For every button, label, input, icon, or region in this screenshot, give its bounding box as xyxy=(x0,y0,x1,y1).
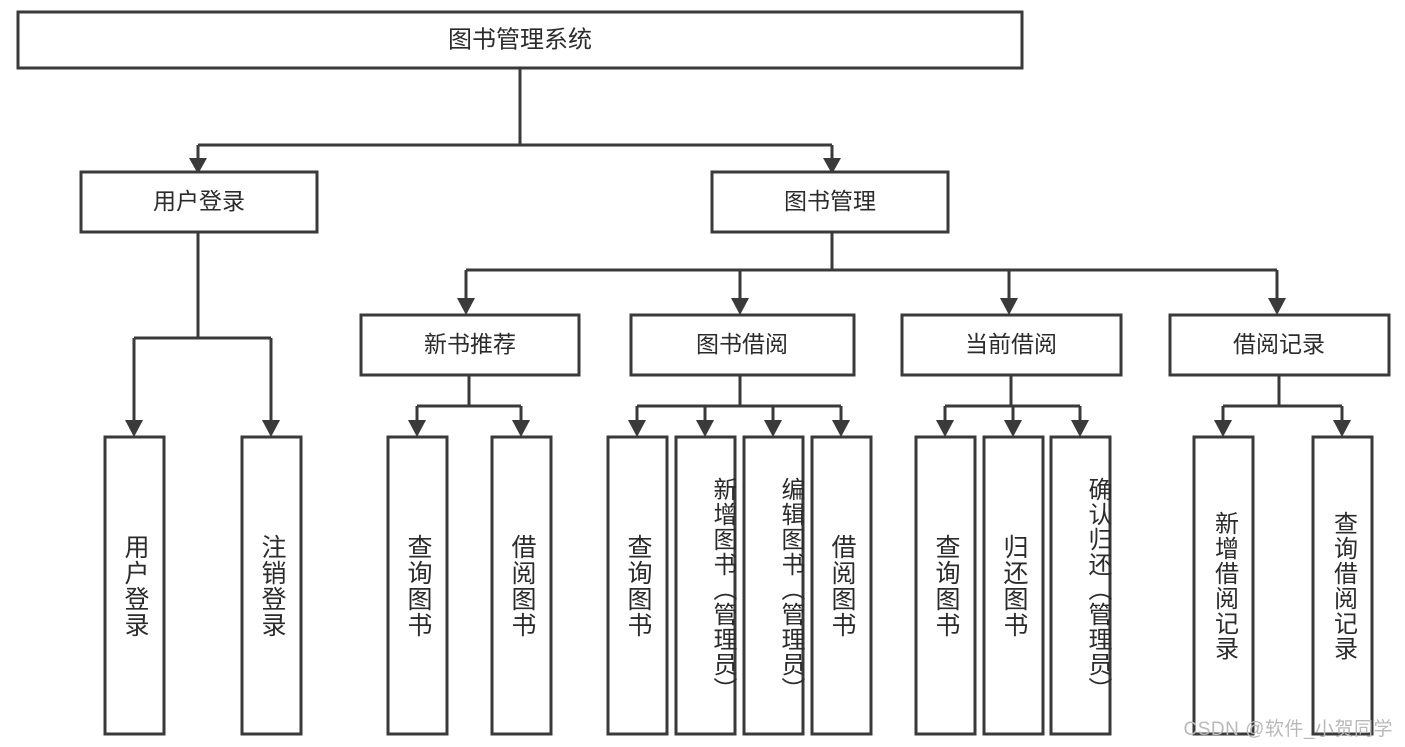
arrow-leaf-logout-login xyxy=(262,420,280,437)
node-book-management-box[interactable] xyxy=(710,170,950,234)
arrow-leaf-confirm-return xyxy=(1071,420,1089,437)
node-leaf-query-book-2-box[interactable] xyxy=(606,435,669,736)
arrow-leaf-add-book xyxy=(696,420,714,437)
arrow-leaf-query-book-3 xyxy=(936,420,954,437)
node-leaf-borrow-book-2-box[interactable] xyxy=(810,435,873,736)
arrow-borrow-record xyxy=(1268,298,1286,315)
arrow-leaf-query-book-2 xyxy=(628,420,646,437)
nodes-root: 图书管理系统 用户登录 图书管理 新书推荐 图书借阅 当前 xyxy=(16,10,1391,736)
node-borrow-record-box[interactable] xyxy=(1168,313,1391,377)
arrow-leaf-add-borrow-record xyxy=(1214,420,1232,437)
node-leaf-query-borrow-record-box[interactable] xyxy=(1311,435,1374,736)
node-book-management-label: 图书管理 xyxy=(784,188,876,214)
node-title-label: 图书管理系统 xyxy=(448,26,592,53)
node-leaf-query-book-1-box[interactable] xyxy=(386,435,449,736)
node-new-book-recommend[interactable]: 新书推荐 xyxy=(359,313,581,377)
node-leaf-confirm-return-box[interactable] xyxy=(1049,435,1112,736)
arrow-leaf-query-borrow-record xyxy=(1333,420,1351,437)
node-leaf-return-book-box[interactable] xyxy=(982,435,1045,736)
arrow-user-login xyxy=(189,158,207,174)
arrow-leaf-borrow-book-2 xyxy=(832,420,850,437)
node-current-borrow[interactable]: 当前借阅 xyxy=(900,313,1123,377)
node-book-borrow-label: 图书借阅 xyxy=(696,331,788,357)
arrow-new-book-recommend xyxy=(457,298,475,315)
arrow-book-management xyxy=(823,158,841,174)
node-book-borrow-box[interactable] xyxy=(629,313,856,377)
connectors-root xyxy=(125,68,1351,437)
arrow-leaf-return-book xyxy=(1004,420,1022,437)
node-borrow-record-label: 借阅记录 xyxy=(1233,331,1325,357)
node-current-borrow-box[interactable] xyxy=(900,313,1123,377)
node-user-login-label: 用户登录 xyxy=(153,188,245,214)
arrow-leaf-user-login xyxy=(125,420,143,437)
node-leaf-edit-book-box[interactable] xyxy=(742,435,805,736)
arrow-book-borrow xyxy=(731,298,749,315)
node-book-borrow[interactable]: 图书借阅 xyxy=(629,313,856,377)
node-borrow-record[interactable]: 借阅记录 xyxy=(1168,313,1391,377)
node-title-box[interactable] xyxy=(16,10,1024,70)
node-new-book-recommend-box[interactable] xyxy=(359,313,581,377)
node-new-book-recommend-label: 新书推荐 xyxy=(424,331,516,357)
node-leaf-borrow-book-1-box[interactable] xyxy=(490,435,553,736)
node-user-login[interactable]: 用户登录 xyxy=(79,170,319,234)
node-leaf-add-book-box[interactable] xyxy=(674,435,737,736)
node-leaf-query-book-3-box[interactable] xyxy=(914,435,977,736)
node-leaf-add-borrow-record-box[interactable] xyxy=(1192,435,1255,736)
arrow-current-borrow xyxy=(1000,298,1018,315)
node-leaf-user-login-box[interactable] xyxy=(103,435,166,736)
node-user-login-box[interactable] xyxy=(79,170,319,234)
arrow-leaf-edit-book xyxy=(764,420,782,437)
csdn-watermark: CSDN @软件_小贺同学 xyxy=(1183,719,1393,740)
arrow-leaf-query-book-1 xyxy=(408,420,426,437)
node-current-borrow-label: 当前借阅 xyxy=(965,331,1057,357)
arrow-leaf-borrow-book-1 xyxy=(512,420,530,437)
node-book-management[interactable]: 图书管理 xyxy=(710,170,950,234)
node-title[interactable]: 图书管理系统 xyxy=(16,10,1024,70)
node-leaf-logout-login-box[interactable] xyxy=(240,435,303,736)
